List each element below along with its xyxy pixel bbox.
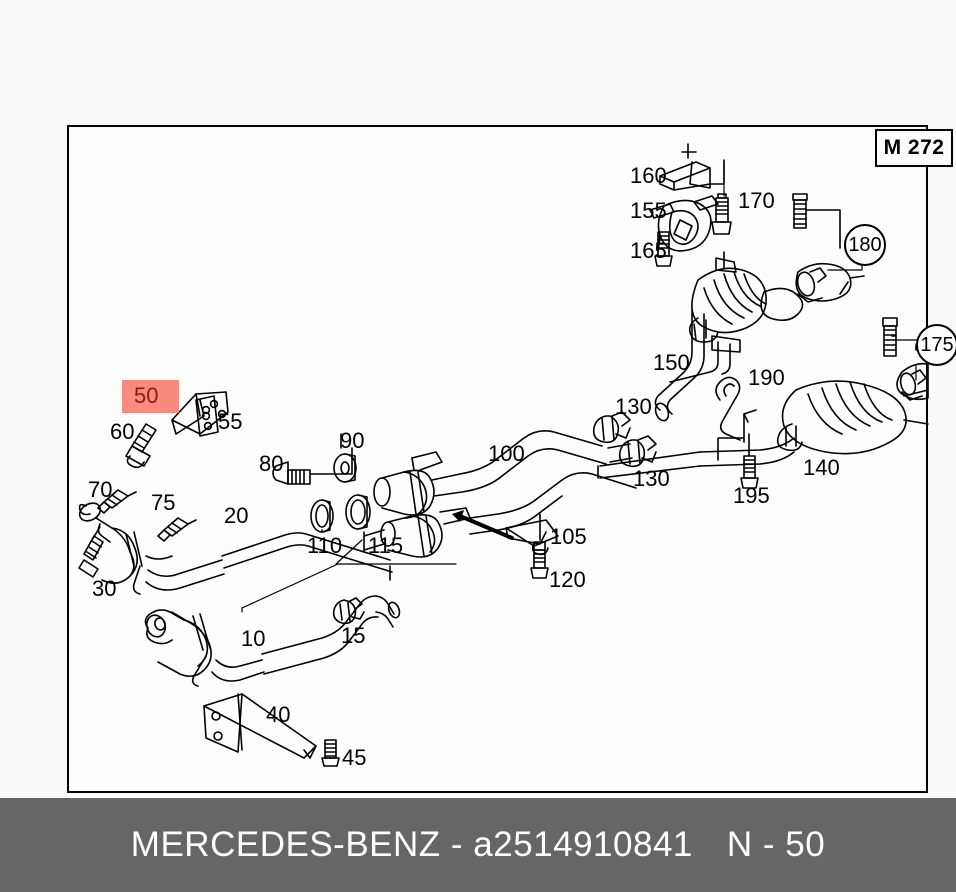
callout-110: 110 bbox=[307, 533, 343, 558]
callout-140: 140 bbox=[803, 455, 840, 480]
callout-130-upper: 130 bbox=[615, 394, 652, 419]
callout-130-lower: 130 bbox=[633, 466, 670, 491]
bottom-banner: MERCEDES-BENZ - a2514910841 N - 50 bbox=[0, 798, 956, 892]
highlight-box-part-50 bbox=[122, 380, 179, 413]
callout-45: 45 bbox=[342, 745, 367, 770]
callout-55: 55 bbox=[218, 409, 243, 434]
callout-90: 90 bbox=[340, 428, 365, 453]
callout-20: 20 bbox=[224, 503, 249, 528]
banner-part-number: MERCEDES-BENZ - a2514910841 bbox=[130, 825, 693, 864]
engine-code-badge: M 272 bbox=[875, 129, 953, 167]
callout-10: 10 bbox=[241, 626, 266, 651]
callout-105: 105 bbox=[550, 524, 587, 549]
callout-100: 100 bbox=[488, 441, 525, 466]
callout-195: 195 bbox=[733, 483, 770, 508]
banner-group-number: N - 50 bbox=[726, 825, 826, 864]
callout-80: 80 bbox=[259, 451, 284, 476]
callout-70: 70 bbox=[88, 477, 113, 502]
callout-30: 30 bbox=[92, 576, 117, 601]
banner-text: MERCEDES-BENZ - a2514910841 N - 50 bbox=[0, 798, 956, 892]
callout-165: 165 bbox=[630, 238, 667, 263]
callout-160: 160 bbox=[630, 163, 667, 188]
callout-190: 190 bbox=[748, 365, 785, 390]
callout-150: 150 bbox=[653, 350, 690, 375]
callout-60: 60 bbox=[110, 419, 135, 444]
engine-code-label: M 272 bbox=[883, 136, 945, 159]
callout-50-highlighted: 50 bbox=[134, 383, 159, 408]
callout-75: 75 bbox=[151, 490, 176, 515]
callout-170: 170 bbox=[738, 188, 775, 213]
callout-175-circled: 175 bbox=[916, 324, 956, 366]
callout-40: 40 bbox=[266, 702, 291, 727]
callout-180-circled: 180 bbox=[844, 224, 886, 266]
callout-15: 15 bbox=[341, 623, 366, 648]
callout-120: 120 bbox=[549, 567, 586, 592]
callout-155: 155 bbox=[630, 198, 667, 223]
callout-115: 115 bbox=[368, 533, 404, 558]
